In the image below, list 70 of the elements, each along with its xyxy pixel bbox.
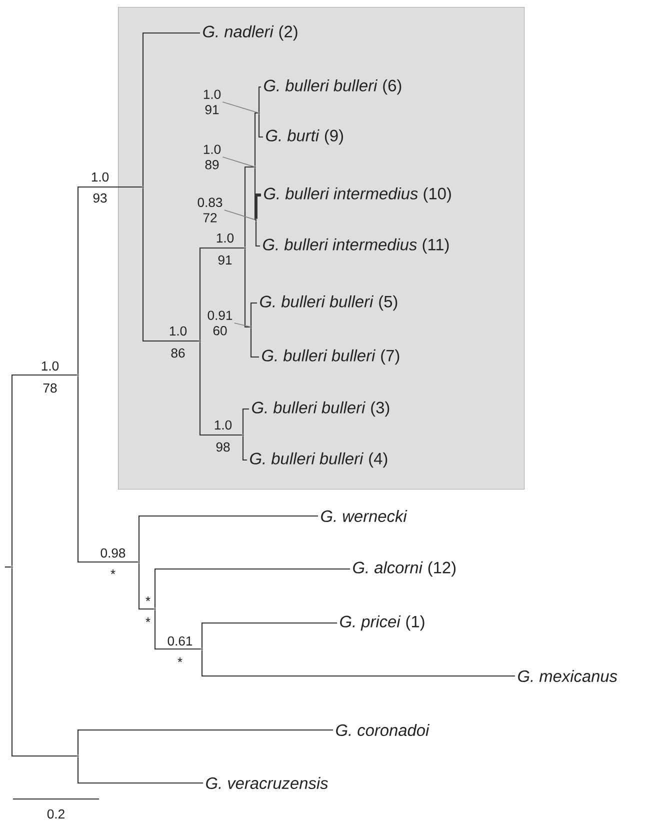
taxon-label: G. veracruzensis [206, 777, 328, 790]
support-value: 91 [218, 255, 232, 265]
support-value: 93 [93, 193, 107, 203]
branch [142, 188, 199, 342]
support-value: 0.83 72 [198, 198, 222, 222]
taxon-label: G. burti (9) [266, 129, 343, 145]
branch [77, 186, 142, 374]
support-value: 1.0 [92, 172, 109, 182]
support-value: 78 [43, 383, 57, 393]
shaded-box [118, 7, 525, 490]
branch [77, 729, 333, 755]
branch [154, 610, 201, 650]
support-value: 0.61 [168, 636, 192, 646]
taxon-label: G. coronadoi [336, 724, 430, 736]
taxon-label: G. alcorni (12) [353, 561, 456, 577]
support-value: 0.98 [100, 548, 126, 558]
branch [244, 249, 250, 328]
taxon-label: G. bulleri bulleri (7) [262, 349, 400, 365]
taxon-label: G. pricei (1) [340, 615, 424, 631]
branch [254, 194, 261, 219]
branch [77, 376, 138, 563]
support-value: 1.0 89 [204, 144, 221, 170]
branch [138, 515, 318, 561]
support-value: 0.91 60 [208, 310, 232, 336]
support-value: 86 [171, 348, 185, 358]
support-value: * [110, 570, 116, 574]
branch [255, 221, 260, 247]
branch [242, 408, 249, 434]
branch [250, 302, 257, 326]
leader-line [234, 322, 250, 328]
branch [201, 650, 515, 677]
branch [258, 86, 261, 112]
leader-line [222, 156, 254, 168]
taxon-label: G. bulleri intermedius (10) [264, 187, 451, 203]
leader-line [224, 210, 256, 220]
branch [142, 32, 200, 186]
branch [199, 247, 244, 340]
taxon-label: G. bulleri bulleri (3) [252, 401, 390, 417]
taxon-label: G. nadleri (2) [203, 25, 298, 41]
taxon-label: G. bulleri bulleri (4) [250, 452, 388, 468]
support-value: * [178, 658, 182, 662]
branch [154, 568, 350, 608]
support-value: * [146, 596, 150, 602]
support-value: 1.0 [170, 326, 187, 336]
branch [138, 563, 154, 610]
branch [258, 114, 263, 138]
support-value: 1.0 [214, 420, 232, 430]
support-value: 1.0 91 [204, 90, 221, 114]
branch [199, 342, 242, 436]
root-branch [5, 566, 11, 568]
branch [254, 168, 256, 221]
support-value: 98 [216, 442, 230, 452]
taxon-label: G. bulleri bulleri (6) [264, 79, 402, 95]
taxon-label: G. bulleri intermedius (11) [263, 238, 449, 254]
scale-label: 0.2 [47, 809, 64, 819]
branch [242, 436, 247, 461]
support-value: 1.0 [216, 233, 234, 243]
support-value: * [146, 618, 150, 622]
taxon-label: G. bulleri bulleri (5) [260, 295, 398, 311]
branch [250, 328, 259, 358]
branch [77, 757, 203, 784]
support-value: 1.0 [42, 361, 59, 371]
taxon-label: G. wernecki [321, 510, 408, 522]
branch [244, 166, 254, 247]
taxon-label: G. mexicanus [518, 670, 618, 682]
branch [11, 568, 77, 757]
branch [254, 112, 258, 166]
branch [201, 622, 337, 648]
branch [11, 374, 77, 566]
leader-line [222, 102, 258, 114]
